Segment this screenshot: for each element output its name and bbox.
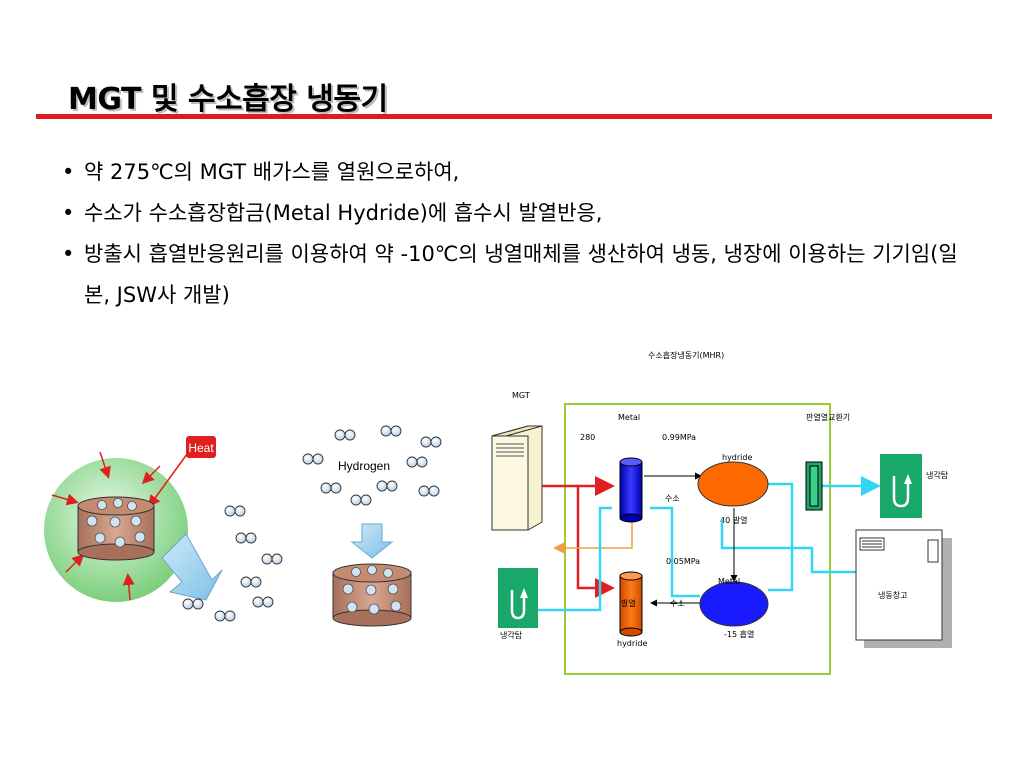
hydride-drum-filled — [332, 563, 412, 627]
hx-label: 판열열교환기 — [806, 412, 850, 422]
bullet-item: 방출시 흡열반응원리를 이용하여 약 -10℃의 냉열매체를 생산하여 냉동, … — [60, 234, 960, 316]
cold-storage-label: 냉동창고 — [878, 590, 907, 600]
hydrogen-top-label: 수소 — [665, 494, 680, 503]
hydride-top-label: hydride — [722, 453, 752, 462]
transition-arrow — [161, 533, 223, 601]
mhr-diagram: 수소흡장냉동기(MHR) MGT Metal 판열열교환기 280 0.99MP… — [491, 350, 952, 675]
mhr-title: 수소흡장냉동기(MHR) — [648, 350, 724, 360]
pressure-high-label: 0.99MPa — [662, 433, 696, 442]
hydrogen-label: Hydrogen — [338, 459, 390, 473]
temp-280-label: 280 — [580, 433, 595, 442]
bullet-item: 수소가 수소흡장합금(Metal Hydride)에 흡수시 발열반응, — [60, 193, 960, 234]
cooling-tower-right — [880, 454, 922, 518]
hydride-drum — [77, 496, 155, 561]
hydride-reactor-bottom — [699, 581, 769, 627]
flow-arrows — [644, 472, 738, 607]
bullet-item: 약 275℃의 MGT 배가스를 열원으로하여, — [60, 152, 960, 193]
hydride-reactor-top — [697, 461, 769, 507]
absorb-label: -15 흡열 — [724, 629, 754, 639]
cooling-water-pipes — [537, 476, 881, 612]
hydrogen-molecules — [182, 505, 283, 622]
hydride-bottom-label: hydride — [617, 639, 647, 648]
cooling-tower-left-label: 냉각탑 — [500, 630, 523, 640]
heat-badge: Heat — [186, 436, 216, 458]
mgt-unit — [491, 425, 543, 531]
heat-gen-label: 발열 — [621, 598, 636, 608]
heat-label: Heat — [188, 441, 214, 455]
cooling-tower-left — [498, 568, 538, 628]
hydrogen-bottom-label: 수소 — [670, 599, 685, 608]
metal-bottom-label: Metal — [718, 577, 740, 586]
bullet-list: 약 275℃의 MGT 배가스를 열원으로하여, 수소가 수소흡장합금(Meta… — [60, 152, 960, 316]
metal-hydride-illustration: Heat — [44, 425, 442, 627]
blue-hydride-tank — [619, 457, 643, 523]
cooling-tower-right-label: 냉각탑 — [926, 470, 949, 480]
mgt-label: MGT — [512, 391, 530, 400]
hydrogen-cluster — [302, 425, 442, 506]
pressure-low-label: 0.05MPa — [666, 557, 700, 566]
title-underline — [36, 114, 992, 119]
plate-heat-exchanger — [805, 461, 823, 511]
absorb-arrow — [350, 523, 394, 559]
mhr-frame — [564, 403, 831, 675]
metal-top-label: Metal — [618, 413, 640, 422]
orange-hydride-tank — [619, 571, 643, 637]
page-title: MGT 및 수소흡장 냉동기 — [68, 82, 388, 117]
cold-storage-unit — [855, 529, 952, 648]
heat-arrows — [51, 449, 191, 601]
